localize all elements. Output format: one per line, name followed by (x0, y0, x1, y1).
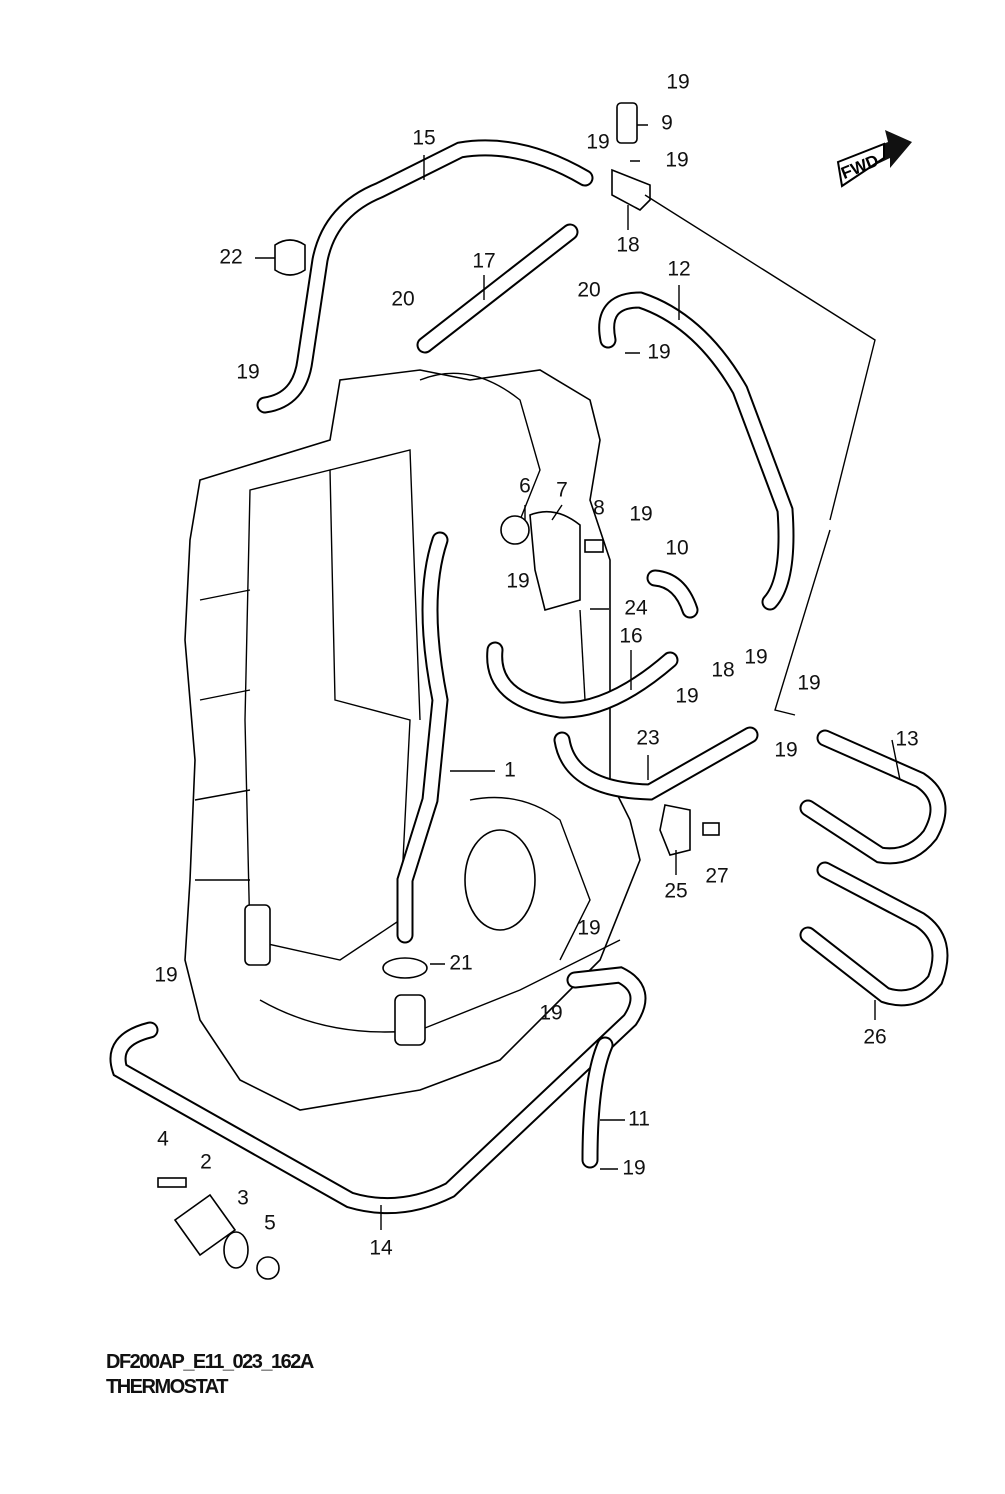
part-label: 2 (200, 1151, 212, 1174)
part-label: 9 (661, 112, 673, 135)
part-label: 11 (628, 1108, 650, 1131)
part-label: 18 (711, 659, 734, 682)
part-label: 5 (264, 1212, 276, 1235)
part-label: 13 (895, 728, 918, 751)
part-label: 19 (675, 685, 698, 708)
tie-24 (579, 609, 586, 701)
part-label: 17 (472, 250, 495, 273)
part-label: 19 (236, 361, 259, 384)
part-label: 19 (622, 1157, 645, 1180)
part-label: 19 (666, 71, 689, 94)
part-label: 3 (237, 1187, 249, 1210)
oring-3 (223, 1231, 249, 1269)
diagram-title: THERMOSTAT (106, 1376, 228, 1398)
part-label: 19 (665, 149, 688, 172)
part-label: 19 (797, 672, 820, 695)
hoses (109, 139, 949, 1215)
part-label: 15 (412, 127, 435, 150)
part-label: 19 (744, 646, 767, 669)
bolt-8 (584, 539, 604, 553)
hose-9 (616, 102, 638, 144)
seal-5 (256, 1256, 280, 1280)
part-label: 7 (556, 479, 568, 502)
thermostat-cover-7 (529, 510, 581, 611)
part-label: 14 (369, 1237, 393, 1260)
part-label: 19 (506, 570, 529, 593)
part-label: 20 (391, 288, 414, 311)
part-label: 19 (774, 739, 797, 762)
part-label: 19 (577, 917, 600, 940)
bolt-27 (702, 822, 720, 836)
part-label: 19 (629, 503, 652, 526)
part-label: 26 (863, 1026, 886, 1049)
part-label: 19 (154, 964, 177, 987)
leader-lines (255, 124, 901, 1230)
part-label: 21 (449, 952, 472, 975)
part-label: 1 (504, 759, 516, 782)
bolt-4 (157, 1177, 187, 1188)
part-label: 6 (519, 475, 531, 498)
part-label: 8 (593, 497, 605, 520)
part-label: 19 (647, 341, 670, 364)
part-label: 16 (619, 625, 642, 648)
part-label: 20 (577, 279, 600, 302)
part-labels: 19 9 15 19 19 18 22 17 12 20 20 19 19 6 … (154, 71, 918, 1260)
part-label: 19 (586, 131, 609, 154)
fwd-label: FWD (838, 151, 881, 183)
clamp-21 (382, 957, 428, 979)
tee-18 (611, 168, 651, 211)
cover-2 (173, 1193, 237, 1257)
diagram-code: DF200AP_E11_023_162A (106, 1351, 314, 1373)
part-label: 23 (636, 727, 659, 750)
part-label: 18 (616, 234, 639, 257)
part-label: 12 (667, 258, 690, 281)
part-label: 22 (219, 246, 242, 269)
fwd-arrow-icon: FWD (836, 130, 912, 188)
bracket-25 (659, 804, 691, 856)
thermostat-6 (500, 515, 530, 545)
grommet-22 (274, 239, 306, 276)
part-label: 27 (705, 865, 728, 888)
part-label: 24 (624, 597, 648, 620)
engine-block (184, 369, 641, 1111)
part-label: 4 (157, 1128, 169, 1151)
part-label: 10 (665, 537, 688, 560)
part-label: 19 (539, 1002, 562, 1025)
part-label: 25 (664, 880, 687, 903)
small-parts (157, 102, 720, 1280)
